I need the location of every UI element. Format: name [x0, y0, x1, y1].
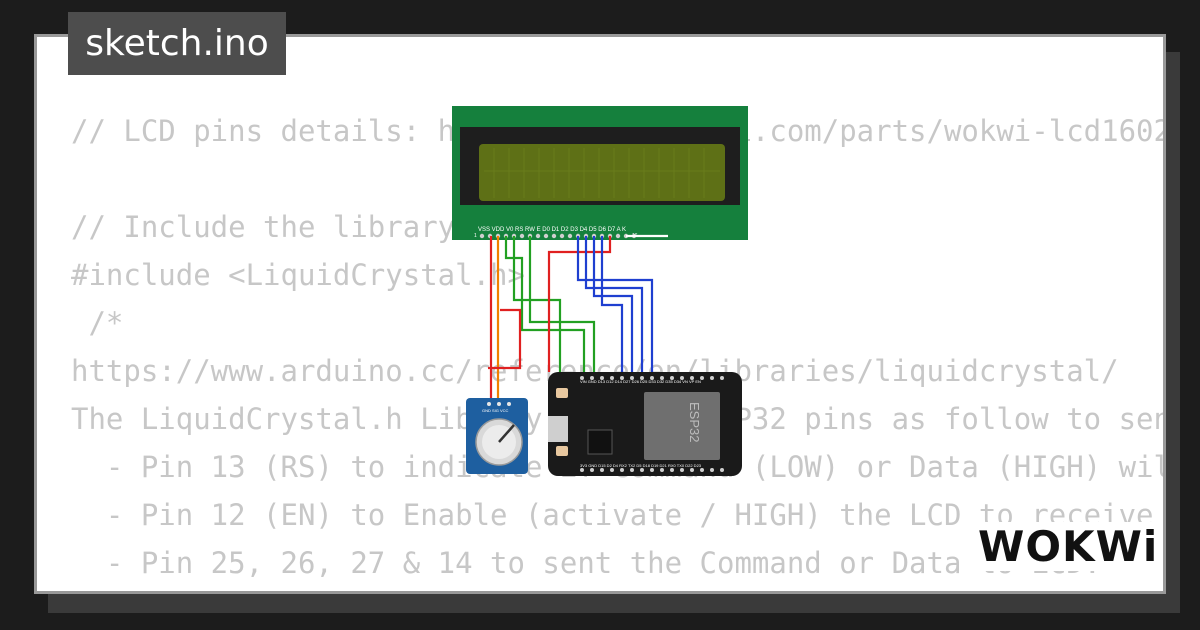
wire-a	[547, 236, 612, 372]
micro-usb-port	[548, 416, 568, 442]
wire-v0	[504, 236, 586, 372]
wire-pot-red	[488, 308, 522, 370]
code-line: /*	[71, 306, 124, 340]
esp32-top-pin-labels: VIN GND D13 D12 D14 D27 D26 D25 D33 D32 …	[580, 379, 701, 384]
file-tab[interactable]: sketch.ino	[68, 12, 286, 75]
wires	[488, 234, 668, 400]
en-button[interactable]	[556, 388, 568, 398]
esp32-module	[644, 392, 720, 460]
wire-d5	[584, 236, 644, 380]
code-line: // Include the library used	[71, 210, 543, 244]
esp32-bottom-pins	[580, 468, 724, 472]
wire-d4	[576, 236, 654, 380]
pot-pin-labels: GND SIG VCC	[482, 408, 509, 413]
esp32-bottom-pin-labels: 3V3 GND D15 D2 D4 RX2 TX2 D5 D18 D19 D21…	[580, 463, 702, 468]
code-editor: // LCD pins details: https://docs.wokwi.…	[71, 107, 1163, 591]
lcd-screen	[479, 144, 725, 201]
wire-d7	[600, 236, 624, 380]
wire-e	[528, 236, 596, 372]
esp32-devkit[interactable]: ESP32 VIN GND D13 D12 D14 D27 D26 D25 D3…	[548, 372, 742, 476]
lcd-pin-1-label: 1	[474, 233, 477, 239]
code-line: #include <LiquidCrystal.h>	[71, 258, 525, 292]
lcd-char-grid	[484, 148, 720, 198]
wire-rs	[512, 236, 562, 372]
code-line: - Pin 12 (EN) to Enable (activate / HIGH…	[105, 498, 1154, 532]
pot-knob-pointer	[498, 424, 515, 443]
potentiometer[interactable]: GND SIG VCC	[466, 398, 528, 474]
esp32-usb-chip	[587, 429, 613, 455]
code-line: - Pin 25, 26, 27 & 14 to sent the Comman…	[71, 546, 1102, 580]
esp32-top-pins	[580, 376, 724, 380]
esp32-chip-label: ESP32	[687, 402, 702, 442]
boot-button[interactable]	[556, 446, 568, 456]
wokwi-logo: WOKWi	[978, 522, 1159, 571]
lcd-pin-labels: VSS VDD V0 RS RW E D0 D1 D2 D3 D4 D5 D6 …	[478, 227, 626, 233]
pot-pins	[487, 402, 511, 406]
wire-d6	[592, 236, 634, 380]
lcd-1602[interactable]: VSS VDD V0 RS RW E D0 D1 D2 D3 D4 D5 D6 …	[452, 106, 748, 240]
